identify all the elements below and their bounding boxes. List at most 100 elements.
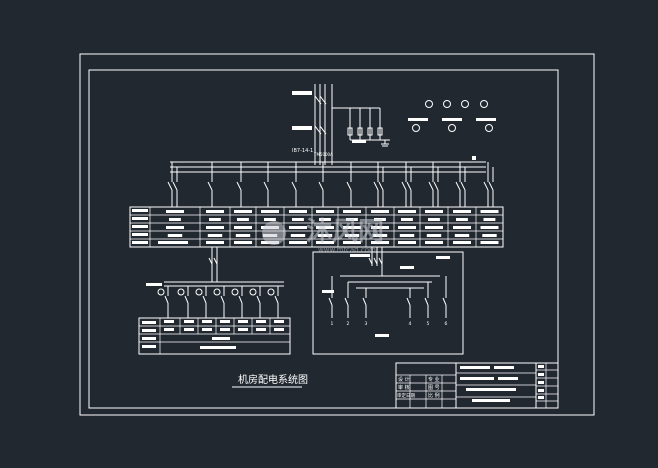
- busbar-terminal: [472, 156, 476, 160]
- meter-label-block: [476, 118, 496, 121]
- tb-review: 审 核: [398, 384, 410, 391]
- tb-drawing-no: 图 号: [428, 385, 440, 391]
- feeder-circuit: [346, 162, 352, 207]
- meter-icon: [485, 124, 493, 132]
- meter-icon: [448, 124, 456, 132]
- table-cell-text: [374, 218, 386, 221]
- feeder-circuit: [428, 162, 439, 207]
- tb-scale: 比 例: [428, 392, 440, 399]
- table-cell-text: [425, 241, 443, 244]
- feeder-switch: [433, 181, 439, 191]
- table-cell-text: [209, 218, 221, 221]
- drawing-title: 机房配电系统图: [238, 373, 308, 386]
- table-cell-text: [343, 210, 361, 213]
- outer-frame: [79, 53, 595, 416]
- sub-table-cell: [184, 320, 194, 323]
- table-cell-text: [169, 218, 181, 221]
- feeder-switch: [236, 181, 242, 191]
- table-cell-text: [206, 210, 224, 213]
- watermark-logo-icon: [262, 221, 286, 245]
- sub-switch: [274, 295, 279, 304]
- table-cell-text: [346, 218, 358, 221]
- sub-switch: [238, 295, 243, 304]
- sub-table-cell: [220, 320, 230, 323]
- feeder-circuit: [401, 162, 412, 207]
- table-cell-text: [401, 218, 413, 221]
- sub-table-label: [142, 345, 156, 348]
- table-cell-text: [428, 218, 440, 221]
- sub-switch: [208, 257, 213, 265]
- table-cell-text: [292, 218, 304, 221]
- right-panel-frame: [312, 251, 464, 355]
- meter-icon: [461, 100, 469, 108]
- incoming-feeders: IB7-14-1 TM5000A: [292, 84, 390, 165]
- feeder-switch: [455, 181, 461, 191]
- circuit-number: 3: [365, 321, 368, 327]
- table-cell-text: [371, 241, 389, 244]
- feeder-switch: [460, 181, 466, 191]
- table-cell-text: [371, 226, 389, 229]
- sub-meter-icon: [213, 288, 221, 296]
- table-row-label: [132, 225, 148, 228]
- feeder-switch: [406, 181, 412, 191]
- sub-switch: [256, 295, 261, 304]
- table-cell-text: [234, 210, 252, 213]
- meter-label-block: [442, 118, 462, 121]
- table-cell-text: [158, 241, 188, 244]
- right-switch: [368, 257, 373, 265]
- table-cell-text: [480, 241, 499, 244]
- feeder-circuit: [167, 162, 178, 207]
- right-switch: [378, 257, 383, 265]
- table-cell-text: [343, 241, 361, 244]
- sub-switch: [184, 295, 189, 304]
- sub-table-cell: [274, 328, 284, 331]
- feeder-switch: [488, 181, 494, 191]
- sub-switch: [202, 295, 207, 304]
- sub-table-cell: [274, 320, 284, 323]
- feeder-switch: [373, 181, 379, 191]
- feeder-circuit: [263, 162, 269, 207]
- feeder-switch: [346, 181, 352, 191]
- sub-switch: [220, 295, 225, 304]
- feeder-switch: [428, 181, 434, 191]
- circuit-number: 4: [409, 321, 412, 327]
- table-cell-text: [316, 226, 334, 229]
- table-cell-text: [371, 210, 389, 213]
- feeder-switch: [483, 181, 489, 191]
- table-cell-text: [289, 226, 307, 229]
- table-cell-text: [399, 234, 415, 237]
- table-cell-text: [234, 226, 252, 229]
- sub-meter-icon: [267, 288, 275, 296]
- table-cell-text: [264, 218, 276, 221]
- feeder-switch: [318, 181, 324, 191]
- table-cell-text: [426, 234, 442, 237]
- table-cell-text: [206, 241, 224, 244]
- table-cell-text: [453, 210, 471, 213]
- sub-table-cell: [238, 328, 248, 331]
- inner-frame: [88, 69, 559, 409]
- distribution-table: [129, 206, 504, 248]
- table-cell-text: [316, 241, 334, 244]
- table-cell-text: [237, 218, 249, 221]
- right-switch: [328, 297, 333, 306]
- tb-design: 设 计: [398, 376, 410, 383]
- table-cell-text: [398, 210, 416, 213]
- feeder-circuit: [318, 162, 324, 207]
- table-cell-text: [289, 241, 307, 244]
- table-cell-text: [316, 210, 334, 213]
- sub-table-cell: [238, 320, 248, 323]
- feeder-circuit: [207, 162, 213, 207]
- right-panel-label: [350, 254, 370, 257]
- feeder-switch: [378, 181, 384, 191]
- feeder-circuit: [291, 162, 297, 207]
- table-cell-text: [372, 234, 388, 237]
- feeder-switch: [172, 181, 178, 191]
- table-cell-text: [453, 241, 471, 244]
- table-cell-text: [398, 241, 416, 244]
- sub-table-cell: [164, 328, 174, 331]
- meter-icon: [480, 100, 488, 108]
- table-cell-text: [456, 218, 468, 221]
